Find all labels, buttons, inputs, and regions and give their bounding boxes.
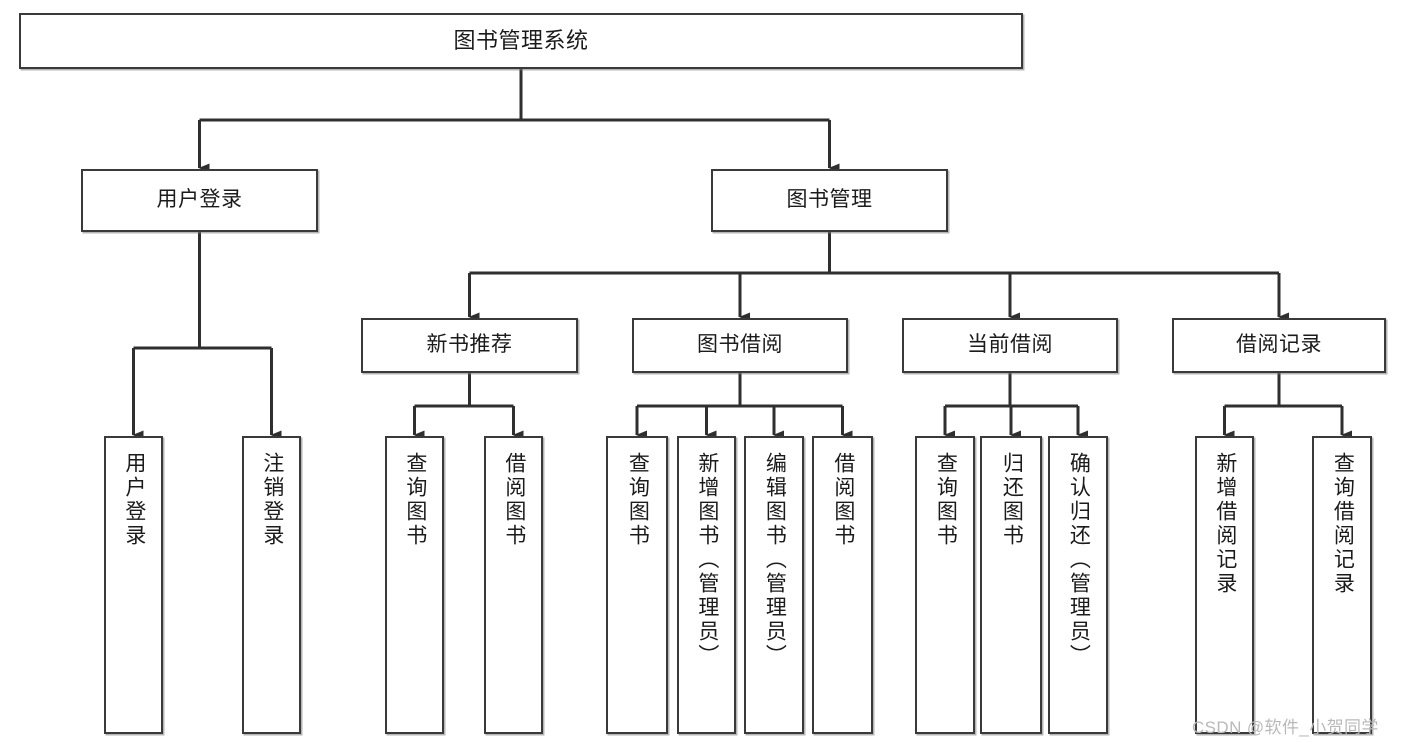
node-root[interactable]: 图书管理系统	[19, 13, 1023, 69]
node-new-book-rec[interactable]: 新书推荐	[361, 318, 578, 373]
node-label: 图书借阅	[697, 333, 783, 357]
node-label: 借阅记录	[1236, 333, 1322, 357]
node-leaf-query-book-3[interactable]: 查询图书	[915, 436, 975, 734]
node-book-borrow[interactable]: 图书借阅	[632, 318, 848, 373]
node-leaf-query-record[interactable]: 查询借阅记录	[1312, 436, 1372, 734]
node-label: 编辑图书（管理员）	[763, 452, 787, 668]
node-label: 图书管理系统	[453, 28, 589, 54]
node-leaf-confirm-return[interactable]: 确认归还（管理员）	[1048, 436, 1108, 734]
node-leaf-add-book[interactable]: 新增图书（管理员）	[677, 436, 736, 734]
node-borrow-record[interactable]: 借阅记录	[1172, 318, 1386, 373]
node-label: 用户登录	[122, 452, 146, 548]
node-leaf-edit-book[interactable]: 编辑图书（管理员）	[744, 436, 804, 734]
node-leaf-query-book-1[interactable]: 查询图书	[385, 436, 444, 734]
node-label: 用户登录	[156, 188, 243, 212]
node-label: 新书推荐	[426, 333, 513, 357]
node-label: 归还图书	[1000, 452, 1024, 548]
node-label: 查询借阅记录	[1331, 452, 1355, 596]
node-user-login[interactable]: 用户登录	[81, 169, 318, 232]
node-leaf-borrow-book-1[interactable]: 借阅图书	[484, 436, 543, 734]
node-label: 确认归还（管理员）	[1067, 452, 1091, 668]
node-label: 当前借阅	[967, 333, 1053, 357]
node-label: 借阅图书	[831, 452, 855, 548]
node-label: 新增借阅记录	[1213, 452, 1237, 596]
node-current-borrow[interactable]: 当前借阅	[902, 318, 1118, 373]
edge-layer	[132, 69, 1352, 440]
node-book-manage[interactable]: 图书管理	[711, 169, 948, 232]
node-leaf-logout[interactable]: 注销登录	[242, 436, 301, 734]
node-leaf-borrow-book-2[interactable]: 借阅图书	[812, 436, 873, 734]
node-label: 查询图书	[403, 452, 427, 548]
node-leaf-query-book-2[interactable]: 查询图书	[606, 436, 668, 734]
node-leaf-add-record[interactable]: 新增借阅记录	[1195, 436, 1254, 734]
node-label: 查询图书	[626, 452, 650, 548]
node-leaf-return-book[interactable]: 归还图书	[980, 436, 1042, 734]
node-label: 新增图书（管理员）	[695, 452, 719, 668]
node-label: 图书管理	[786, 188, 873, 212]
node-label: 查询图书	[934, 452, 958, 548]
node-label: 注销登录	[260, 452, 284, 548]
node-label: 借阅图书	[502, 452, 526, 548]
node-leaf-user-login[interactable]: 用户登录	[104, 436, 163, 734]
